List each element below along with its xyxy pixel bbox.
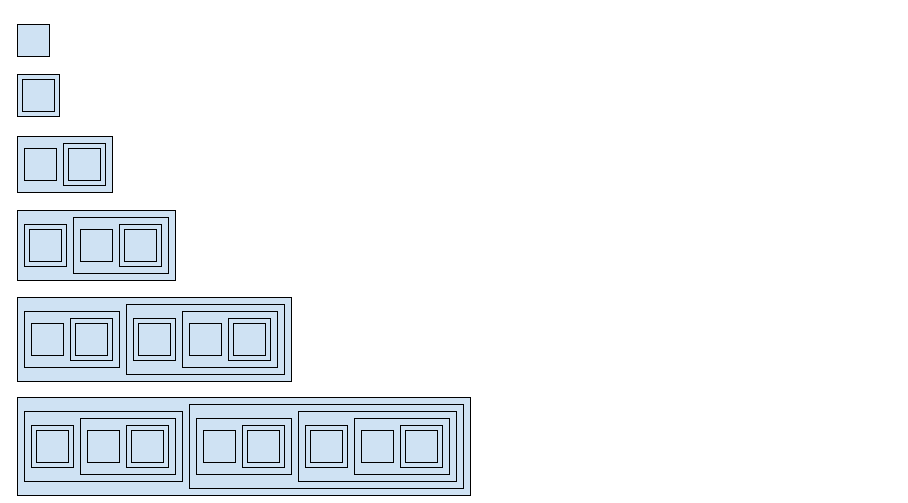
level-5-box-left-right-right-inner xyxy=(131,430,164,463)
level-2-box-right-inner xyxy=(68,148,101,181)
level-0-box xyxy=(17,24,50,57)
level-4-box-left-right-inner xyxy=(75,323,108,356)
level-4-box-right-right-left xyxy=(189,323,222,356)
level-5-box-left-left-inner xyxy=(36,430,69,463)
level-5-box-right-right-right-left xyxy=(361,430,394,463)
level-4-box-left-left xyxy=(31,323,64,356)
level-5-box-right-left-left xyxy=(203,430,236,463)
level-4-box-right-right-right-inner xyxy=(233,323,266,356)
level-1-box-inner xyxy=(22,79,55,112)
level-4-box-right-left-inner xyxy=(138,323,171,356)
level-5-box-right-right-left-inner xyxy=(310,430,343,463)
level-5-box-right-left-right-inner xyxy=(247,430,280,463)
level-3-box-right-right-inner xyxy=(124,229,157,262)
level-5-box-left-right-left xyxy=(87,430,120,463)
level-3-box-left-inner xyxy=(29,229,62,262)
level-3-box-right-left xyxy=(80,229,113,262)
level-5-box-right-right-right-right-inner xyxy=(405,430,438,463)
level-2-box-left xyxy=(24,148,57,181)
